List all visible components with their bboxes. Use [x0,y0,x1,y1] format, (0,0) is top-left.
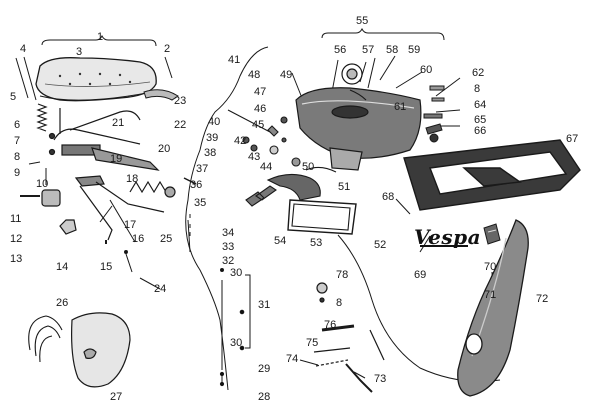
callout-62: 62 [472,67,485,79]
callout-38: 38 [204,147,217,159]
tank-hardware-part [423,85,445,143]
callout-69: 69 [414,269,427,281]
callout-53: 53 [310,237,323,249]
callout-15: 15 [100,261,113,273]
callout-16: 16 [132,233,145,245]
horn-cover-part [71,312,131,388]
callout-52: 52 [374,239,387,251]
callout-32: 32 [222,255,235,267]
callout-18: 18 [126,173,139,185]
callout-17: 17 [124,219,137,231]
callout-40: 40 [208,116,221,128]
callout-23: 23 [174,95,187,107]
callout-27: 27 [110,391,123,403]
callout-30: 30 [230,267,243,279]
callout-47: 47 [254,86,267,98]
callout-60: 60 [420,64,433,76]
callout-46: 46 [254,103,267,115]
callout-6: 6 [14,119,21,131]
vespa-logo-swoosh [420,245,468,247]
callout-57: 57 [362,44,375,56]
callout-59: 59 [408,44,421,56]
callout-43: 43 [248,151,261,163]
callout-8: 8 [14,151,21,163]
callout-39: 39 [206,132,219,144]
callout-49: 49 [280,69,293,81]
callout-24: 24 [154,283,167,295]
callout-55: 55 [356,15,369,27]
callout-78: 78 [336,269,349,281]
callout-65: 65 [474,114,487,126]
callout-1: 1 [97,31,104,43]
callout-19: 19 [110,153,123,165]
callout-66: 66 [474,125,487,137]
callout-2: 2 [164,43,171,55]
callout-48: 48 [248,69,261,81]
callout-41: 41 [228,54,241,66]
callout-67: 67 [566,133,579,145]
fuel-tank-part [295,63,422,171]
bracket-31 [245,274,251,349]
callout-45: 45 [252,119,265,131]
callout-12: 12 [10,233,23,245]
tank-fittings-part [227,109,357,235]
callout-54: 54 [274,235,287,247]
callout-21: 21 [112,117,125,129]
callout-31: 31 [258,299,271,311]
callout-11: 11 [10,213,22,225]
luggage-rack-part [403,139,581,211]
side-panel-part [457,219,529,397]
callout-68: 68 [382,191,395,203]
bracket-41 [185,46,269,391]
callout-10: 10 [36,178,49,190]
callout-5: 5 [10,91,17,103]
callout-35: 35 [194,197,207,209]
bracket-55 [321,27,445,41]
callout-14: 14 [56,261,69,273]
stand-part [20,175,176,244]
legshield-part [28,315,63,363]
seat-springs-part [36,103,160,171]
callout-44: 44 [260,161,273,173]
callout-34: 34 [222,227,235,239]
callout-76: 76 [324,319,337,331]
callout-61: 61 [394,101,407,113]
callout-20: 20 [158,143,171,155]
callout-51: 51 [338,181,351,193]
callout-13: 13 [10,253,23,265]
brake-cable-part [313,282,385,393]
callout-29: 29 [258,363,271,375]
callout-64: 64 [474,99,487,111]
callout-25: 25 [160,233,173,245]
callout-56: 56 [334,44,347,56]
callout-37: 37 [196,163,209,175]
callout-42: 42 [234,135,247,147]
bracket-1 [41,34,157,47]
callout-8-lower: 8 [336,297,343,309]
callout-9: 9 [14,167,21,179]
callout-33: 33 [222,241,235,253]
callout-71: 71 [484,289,497,301]
callout-8-right: 8 [474,83,481,95]
callout-3: 3 [76,46,83,58]
callout-36: 36 [190,179,203,191]
callout-75: 75 [306,337,319,349]
callout-74: 74 [286,353,299,365]
callout-28: 28 [258,391,271,403]
callout-30-lower: 30 [230,337,243,349]
callout-58: 58 [386,44,399,56]
callout-50: 50 [302,161,315,173]
callout-4: 4 [20,43,27,55]
callout-26: 26 [56,297,69,309]
callout-73: 73 [374,373,387,385]
callout-22: 22 [174,119,187,131]
callout-72: 72 [536,293,549,305]
callout-7: 7 [14,135,21,147]
cables-part [124,177,245,387]
seat-part [35,57,179,102]
callout-70: 70 [484,261,497,273]
